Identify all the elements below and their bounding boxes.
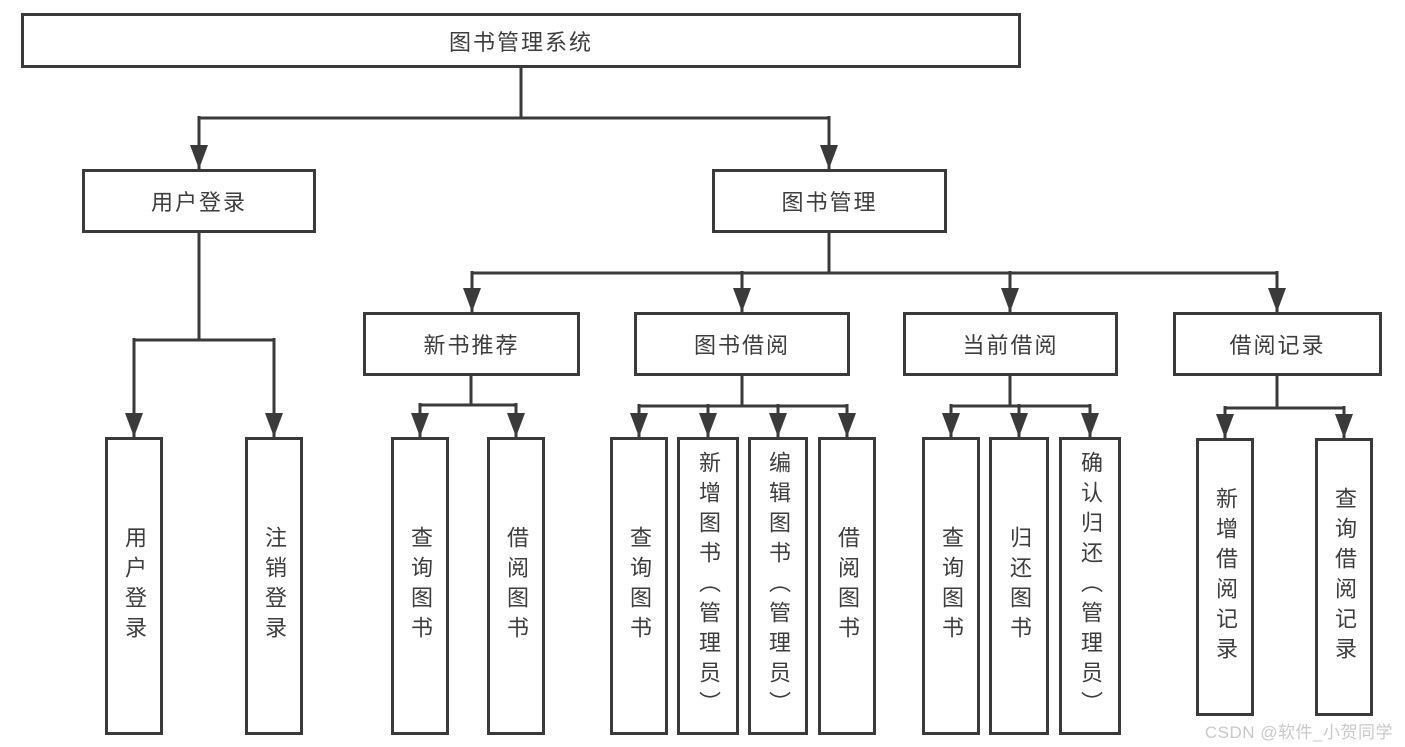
node-leaf-return-book: 归还图书 [989, 437, 1049, 735]
node-book-management: 图书管理 [712, 169, 947, 233]
node-user-login: 用户登录 [82, 169, 316, 233]
node-book-borrow: 图书借阅 [634, 312, 850, 376]
node-leaf-borrow-books-recommend: 借阅图书 [487, 437, 545, 735]
watermark: CSDN @软件_小贺同学 [1204, 723, 1393, 742]
node-leaf-query-books-current: 查询图书 [922, 437, 980, 735]
node-current-borrow: 当前借阅 [903, 312, 1118, 376]
branch-rails [134, 68, 1344, 410]
node-root: 图书管理系统 [21, 13, 1021, 68]
node-leaf-add-book-admin: 新增图书（管理员） [677, 437, 739, 735]
node-leaf-add-borrow-record: 新增借阅记录 [1196, 438, 1254, 716]
node-leaf-logout: 注销登录 [245, 437, 303, 735]
node-leaf-borrow-books-borrow: 借阅图书 [818, 437, 876, 735]
node-leaf-edit-book-admin: 编辑图书（管理员） [748, 437, 808, 735]
node-leaf-query-books-borrow: 查询图书 [610, 437, 668, 735]
node-leaf-user-login: 用户登录 [105, 437, 163, 735]
node-leaf-query-borrow-record: 查询借阅记录 [1315, 438, 1373, 716]
node-new-book-recommend: 新书推荐 [363, 312, 580, 376]
node-borrow-records: 借阅记录 [1173, 312, 1382, 376]
node-leaf-query-books-recommend: 查询图书 [391, 437, 449, 735]
node-leaf-confirm-return-admin: 确认归还（管理员） [1059, 437, 1121, 735]
